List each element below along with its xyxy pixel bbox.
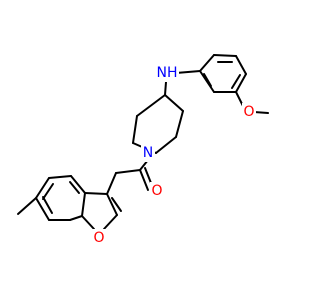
methoxy-oxygen-label: O bbox=[243, 104, 254, 120]
bond bbox=[164, 94, 184, 112]
bond bbox=[235, 55, 247, 75]
bond bbox=[81, 215, 95, 230]
bond bbox=[235, 73, 247, 93]
bond bbox=[42, 183, 54, 200]
bond bbox=[106, 193, 118, 216]
bond bbox=[164, 81, 167, 96]
bond bbox=[35, 177, 50, 199]
bond bbox=[203, 73, 212, 87]
piperidine-nitrogen-label: N bbox=[143, 145, 153, 161]
bond bbox=[115, 169, 141, 174]
furan-oxygen-atom: O bbox=[92, 229, 106, 247]
bond bbox=[155, 136, 177, 154]
bond bbox=[69, 181, 80, 194]
bond bbox=[70, 175, 86, 194]
bond bbox=[35, 197, 50, 221]
nh-atom: NH bbox=[157, 64, 179, 82]
bond bbox=[84, 192, 108, 195]
carbonyl-oxygen-label: O bbox=[151, 183, 162, 199]
bond bbox=[199, 54, 215, 72]
bonds bbox=[17, 54, 269, 230]
piperidine-nitrogen-atom: N bbox=[141, 144, 155, 162]
bond bbox=[175, 110, 184, 138]
methoxy-oxygen-atom: O bbox=[242, 103, 256, 121]
bond bbox=[213, 54, 237, 57]
bond bbox=[136, 94, 166, 117]
bond bbox=[111, 197, 122, 212]
bond bbox=[69, 215, 83, 221]
bond bbox=[48, 175, 72, 179]
bond bbox=[81, 192, 86, 217]
bond bbox=[103, 214, 118, 230]
bond bbox=[17, 197, 37, 215]
bond bbox=[231, 74, 241, 89]
bond bbox=[199, 70, 215, 93]
furan-oxygen-label: O bbox=[93, 230, 104, 246]
bond bbox=[42, 196, 53, 214]
nh-label: NH bbox=[157, 65, 178, 81]
bond bbox=[132, 115, 138, 144]
carbonyl-oxygen-atom: O bbox=[150, 182, 164, 200]
bond bbox=[175, 70, 201, 74]
molecule-structure: NH N O O O bbox=[17, 54, 269, 247]
atom-labels: NH N O O O bbox=[92, 64, 256, 247]
bond bbox=[139, 169, 149, 191]
bond bbox=[106, 172, 117, 195]
bond bbox=[253, 111, 269, 114]
